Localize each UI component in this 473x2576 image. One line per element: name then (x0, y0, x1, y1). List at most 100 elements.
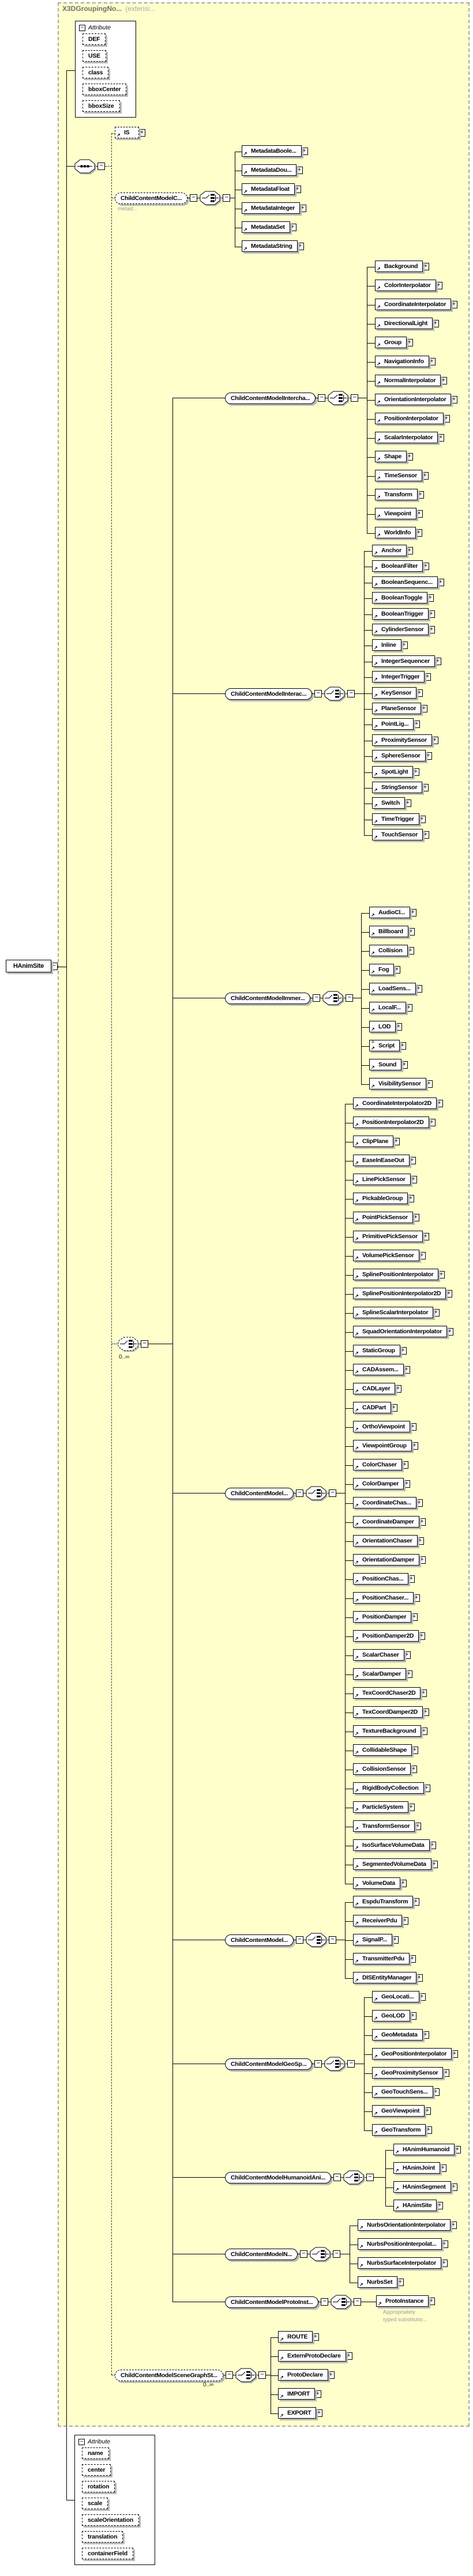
expand-toggle[interactable]: + (431, 2088, 440, 2096)
element-box[interactable]: ↗Viewpoint (375, 508, 416, 519)
expand-toggle[interactable]: + (449, 2183, 457, 2191)
element-box[interactable]: ↗TimeTrigger (372, 813, 419, 825)
element-box[interactable]: ↗NormalInterpolator (375, 375, 441, 386)
group-ref[interactable]: ChildContentModelProtoInst... (225, 2296, 319, 2308)
element-box[interactable]: ↗LoadSens... (369, 983, 416, 994)
element-box[interactable]: ↗Fog (369, 964, 395, 975)
element-box[interactable]: ↗CoordinateDamper (353, 1516, 419, 1528)
element-box[interactable]: ↗PointPickSensor (353, 1212, 413, 1223)
collapse-toggle[interactable]: − (141, 1340, 148, 1348)
element-box[interactable]: ↗TexCoordDamper2D (353, 1706, 423, 1718)
expand-toggle[interactable]: + (442, 414, 450, 423)
group-ref[interactable]: ChildContentModel... (225, 1934, 294, 1946)
element-box[interactable]: ↗OrthoViewpoint (353, 1421, 410, 1432)
collapse-toggle[interactable]: − (97, 163, 105, 170)
element-box[interactable]: ↗CADLayer (353, 1383, 396, 1394)
element-box[interactable]: ↗IS (115, 127, 140, 138)
element-box[interactable]: ↗GeoViewpoint (372, 2105, 425, 2117)
element-box[interactable]: ↗HAnimSite (393, 2200, 437, 2211)
expand-toggle[interactable]: + (415, 529, 423, 537)
element-box[interactable]: ↗NurbsSet (358, 2276, 398, 2288)
element-box[interactable]: ↗Switch (372, 797, 406, 809)
element-box[interactable]: ↗HAnimSegment (393, 2181, 451, 2193)
collapse-toggle[interactable]: − (333, 2174, 341, 2181)
element-box[interactable]: ↗NurbsOrientationInterpolator (358, 2219, 451, 2231)
collapse-toggle[interactable]: − (300, 2250, 308, 2258)
element-box[interactable]: ↗AudioCl... (369, 907, 410, 918)
element-box[interactable]: ↗GeoTouchSens... (372, 2086, 433, 2098)
element-box[interactable]: ↗CollisionSensor (353, 1763, 411, 1775)
expand-toggle[interactable]: + (440, 2240, 448, 2248)
element-box[interactable]: ↗SplinePositionInterpolator2D (353, 1288, 446, 1299)
element-box[interactable]: ↗BooleanFilter (372, 560, 423, 572)
expand-toggle[interactable]: + (408, 1423, 416, 1431)
element-box[interactable]: ↗EspduTransform (353, 1896, 414, 1907)
element-box[interactable]: ↗IMPORT (278, 2388, 316, 2400)
collapse-toggle[interactable]: − (79, 24, 85, 31)
element-box[interactable]: ↗GeoTransform (372, 2124, 426, 2136)
element-box[interactable]: ↗CoordinateInterpolator2D (353, 1097, 437, 1109)
element-box[interactable]: ↗IsoSurfaceVolumeData (353, 1839, 430, 1851)
group-ref[interactable]: ChildContentModelIntercha... (225, 392, 316, 404)
element-box[interactable]: ↗Background (375, 261, 423, 272)
element-box[interactable]: ↗TransformSensor (353, 1820, 415, 1832)
element-box[interactable]: ↗StringSensor (372, 782, 423, 793)
root-element-box[interactable]: HAnimSite (6, 960, 51, 972)
element-box[interactable]: ↗HAnimHumanoid (393, 2144, 455, 2155)
expand-toggle[interactable]: + (411, 1213, 419, 1221)
expand-toggle[interactable]: + (399, 1347, 407, 1355)
element-box[interactable]: ↗CollidableShape (353, 1744, 412, 1756)
element-box[interactable]: ↗BooleanSequenc... (372, 576, 438, 588)
element-box[interactable]: ↗ScalarInterpolator (375, 432, 438, 443)
element-box[interactable]: ↗Collision (369, 945, 408, 956)
element-box[interactable]: ↗GeoMetadata (372, 2029, 423, 2041)
element-box[interactable]: ↗SpotLight (372, 766, 414, 778)
expand-toggle[interactable]: + (422, 262, 430, 270)
expand-toggle[interactable]: + (138, 129, 146, 137)
expand-toggle[interactable]: + (438, 2164, 446, 2172)
collapse-toggle[interactable]: − (78, 2438, 85, 2445)
attribute-box[interactable]: DEF (82, 33, 106, 45)
element-box[interactable]: ↗ProtoInstance (376, 2295, 429, 2307)
element-box[interactable]: ↗ReceiverPdu (353, 1915, 403, 1926)
element-box[interactable]: ↗SegmentedVolumeData (353, 1858, 431, 1870)
element-box[interactable]: ↗PrimitivePickSensor (353, 1231, 423, 1242)
element-box[interactable]: ↗SquadOrientationInterpolator (353, 1326, 448, 1337)
attribute-box[interactable]: containerField (82, 2548, 133, 2559)
attribute-box[interactable]: class (82, 67, 109, 78)
group-ref[interactable]: ChildContentModel... (225, 1487, 294, 1499)
element-box[interactable]: ↗CylinderSensor (372, 624, 429, 635)
expand-toggle[interactable]: + (410, 1442, 418, 1450)
attribute-box[interactable]: scale (82, 2498, 108, 2509)
element-box[interactable]: ↗GeoLocati... (372, 1991, 419, 2002)
element-box[interactable]: ↗OrientationDamper (353, 1554, 420, 1566)
element-box[interactable]: ↗TouchSensor (372, 829, 423, 840)
group-ref[interactable]: ChildContentModelC... (115, 192, 188, 204)
attribute-box[interactable]: bboxCenter (82, 84, 127, 95)
group-ref[interactable]: ChildContentModelHumanoidAni... (225, 2171, 331, 2183)
collapse-toggle[interactable]: − (223, 194, 231, 202)
element-box[interactable]: ↗OrientationChaser (353, 1535, 418, 1547)
element-box[interactable]: ↗StaticGroup (353, 1345, 400, 1356)
element-box[interactable]: ↗MetadataDou... (242, 164, 297, 176)
attribute-box[interactable]: translation (82, 2531, 123, 2543)
collapse-toggle[interactable]: − (225, 2371, 233, 2379)
expand-toggle[interactable]: + (410, 1613, 418, 1621)
expand-toggle[interactable]: + (295, 166, 303, 174)
element-box[interactable]: ↗OrientationInterpolator (375, 394, 452, 405)
element-box[interactable]: ↗ViewpointGroup (353, 1440, 412, 1451)
group-ref[interactable]: ChildContentModelImmer... (225, 992, 311, 1004)
element-box[interactable]: ↗CADAssem... (353, 1364, 404, 1375)
group-ref[interactable]: ChildContentModelInterac... (225, 688, 313, 700)
expand-toggle[interactable]: + (425, 1080, 433, 1088)
expand-toggle[interactable]: + (450, 395, 458, 403)
element-box[interactable]: ↗EaseInEaseOut (353, 1155, 410, 1166)
element-box[interactable]: ↗TexCoordChaser2D (353, 1687, 421, 1699)
element-box[interactable]: ↗VisibilitySensor (369, 1078, 426, 1089)
element-box[interactable]: ↗MetadataSet (242, 221, 290, 233)
element-box[interactable]: ↗WorldInfo (375, 527, 416, 538)
element-box[interactable]: ↗PointLig... (372, 718, 414, 730)
attribute-box[interactable]: rotation (82, 2481, 115, 2492)
expand-toggle[interactable]: + (436, 578, 444, 586)
element-box[interactable]: ↗Shape (375, 451, 407, 462)
